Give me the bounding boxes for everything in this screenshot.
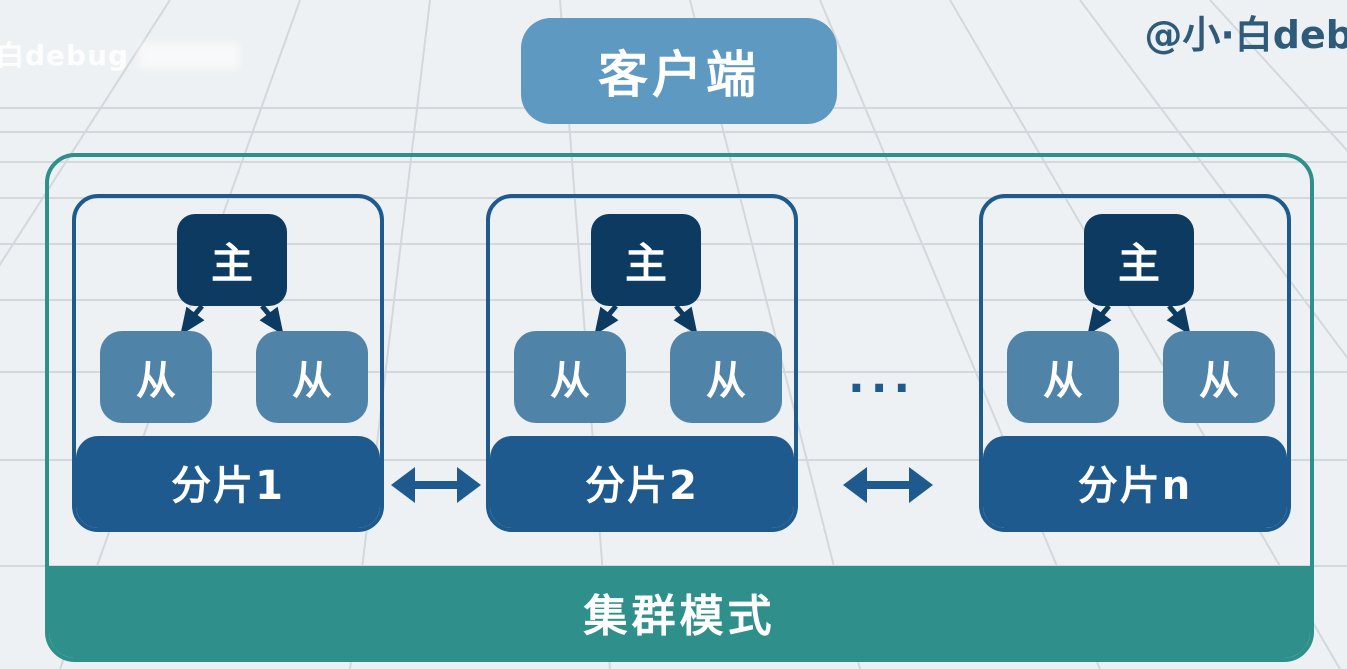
shard-1: 主 从 从 分片1 [72, 194, 384, 532]
slave-node: 从 [1163, 331, 1275, 423]
master-node: 主 [177, 214, 287, 306]
cluster-container: 集群模式 [45, 153, 1314, 662]
master-node: 主 [591, 214, 701, 306]
shard-2: 主 从 从 分片2 [486, 194, 798, 532]
watermark-left: 白debug [0, 34, 240, 74]
double-arrow-icon [391, 467, 481, 503]
watermark-right: @小·白deb [1144, 13, 1347, 57]
slave-node: 从 [514, 331, 626, 423]
slave-node: 从 [670, 331, 782, 423]
shard-label: 分片1 [76, 436, 380, 528]
watermark-left-text: 白debug [0, 39, 130, 72]
ellipsis: ... [848, 352, 917, 403]
client-node: 客户端 [521, 18, 837, 124]
watermark-left-blur [139, 43, 240, 69]
slave-node: 从 [100, 331, 212, 423]
master-node: 主 [1084, 214, 1194, 306]
shard-label: 分片n [983, 436, 1287, 528]
slave-node: 从 [256, 331, 368, 423]
shard-n: 主 从 从 分片n [979, 194, 1291, 532]
double-arrow-icon [843, 467, 933, 503]
slave-node: 从 [1007, 331, 1119, 423]
shard-label: 分片2 [490, 436, 794, 528]
cluster-label: 集群模式 [49, 566, 1310, 658]
